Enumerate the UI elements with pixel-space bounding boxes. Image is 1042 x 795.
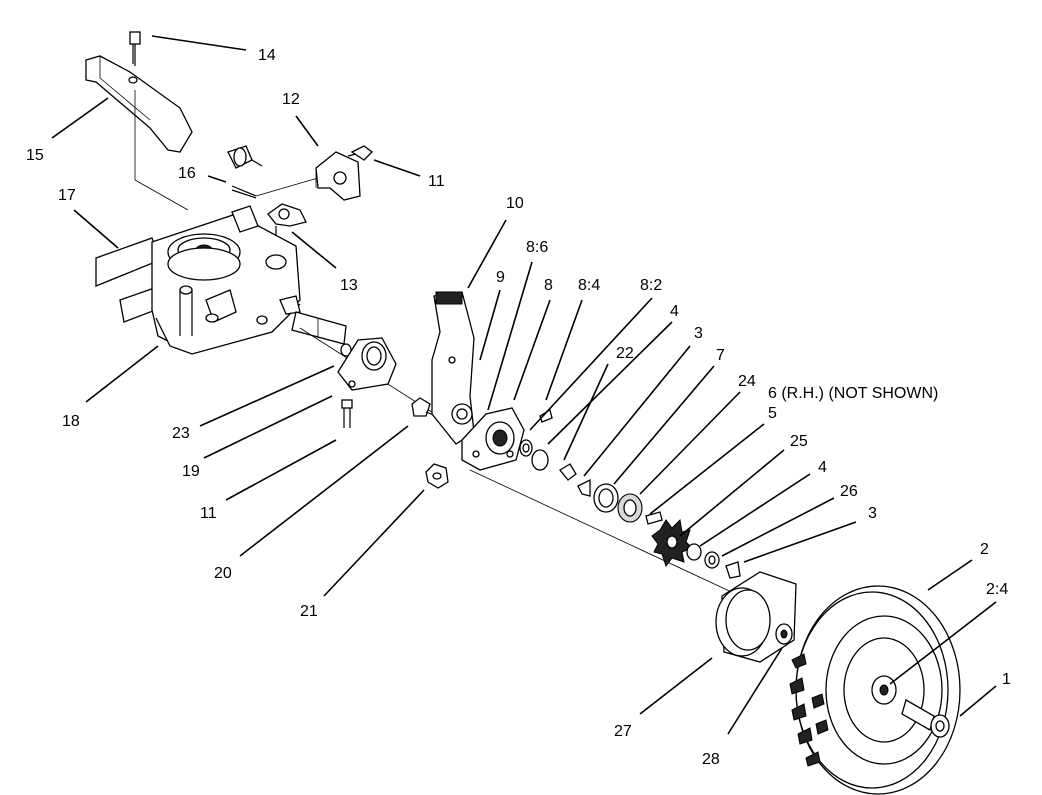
- callout-10: 10: [506, 195, 524, 212]
- wheel-part: [789, 585, 961, 795]
- transmission-part: [151, 205, 301, 355]
- callout-24: 24: [738, 373, 756, 390]
- callout-14: 14: [258, 47, 276, 64]
- callout-19: 19: [182, 463, 200, 480]
- callout-16: 16: [178, 165, 196, 182]
- callout-18: 18: [62, 413, 80, 430]
- clevis-part: [227, 145, 319, 199]
- bushing-part: [519, 408, 553, 457]
- bolt-20-part: [411, 397, 447, 421]
- bracket-part: [85, 55, 193, 211]
- callout-11-lower: 11: [200, 505, 217, 522]
- housing-part: [461, 407, 525, 471]
- seal-part: [593, 483, 619, 513]
- callout-12: 12: [282, 91, 300, 108]
- callout-8-6: 8:6: [526, 239, 548, 256]
- spacer-26-part: [704, 551, 720, 569]
- callout-23: 23: [172, 425, 190, 442]
- washer-part: [531, 449, 549, 471]
- callout-27: 27: [614, 723, 632, 740]
- callout-3-top: 3: [694, 325, 703, 342]
- callout-21: 21: [300, 603, 318, 620]
- axis-line: [469, 469, 771, 611]
- key-part: [645, 511, 663, 525]
- axle-bolt-part: [901, 699, 950, 738]
- callout-4-top: 4: [670, 303, 679, 320]
- callout-4-lower: 4: [818, 459, 827, 476]
- retainer-part: [559, 463, 577, 481]
- nut-part: [425, 463, 449, 489]
- washer-lower-part: [686, 543, 702, 561]
- callout-1: 1: [1002, 671, 1011, 688]
- callout-labels: 14 15 12 11 16 17 13 10 9 8:6 8 8:4 8:2 …: [26, 47, 1011, 768]
- callout-8-4: 8:4: [578, 277, 600, 294]
- clip-part: [577, 478, 591, 497]
- callout-17: 17: [58, 187, 76, 204]
- callout-15: 15: [26, 147, 44, 164]
- lever-part: [267, 203, 307, 246]
- shift-bracket-part: [315, 151, 361, 201]
- screw-lower-part: [341, 399, 353, 428]
- callout-11-top: 11: [428, 173, 445, 190]
- callout-7: 7: [716, 347, 725, 364]
- callout-9: 9: [496, 269, 505, 286]
- callout-25: 25: [790, 433, 808, 450]
- gear-part: [651, 518, 693, 568]
- callout-6: 6 (R.H.) (NOT SHOWN): [768, 385, 938, 402]
- wheel-cover-part: [715, 571, 797, 663]
- screw-part: [347, 145, 373, 161]
- callout-8: 8: [544, 277, 553, 294]
- bearing-part: [617, 493, 643, 523]
- callout-28: 28: [702, 751, 720, 768]
- bolt-part: [129, 31, 141, 66]
- callout-3-lower: 3: [868, 505, 877, 522]
- clip-lower-part: [725, 561, 741, 579]
- callout-2: 2: [980, 541, 989, 558]
- callout-2-4: 2:4: [986, 581, 1008, 598]
- callout-20: 20: [214, 565, 232, 582]
- callout-5: 5: [768, 405, 777, 422]
- callout-22: 22: [616, 345, 634, 362]
- parts-illustration: [85, 31, 961, 795]
- leader-lines: [51, 35, 997, 735]
- bearing-bracket-part: [337, 337, 397, 391]
- callout-26: 26: [840, 483, 858, 500]
- callout-8-2: 8:2: [640, 277, 662, 294]
- height-lever-part: [431, 291, 475, 445]
- hub-cap-part: [775, 623, 793, 645]
- callout-13: 13: [340, 277, 358, 294]
